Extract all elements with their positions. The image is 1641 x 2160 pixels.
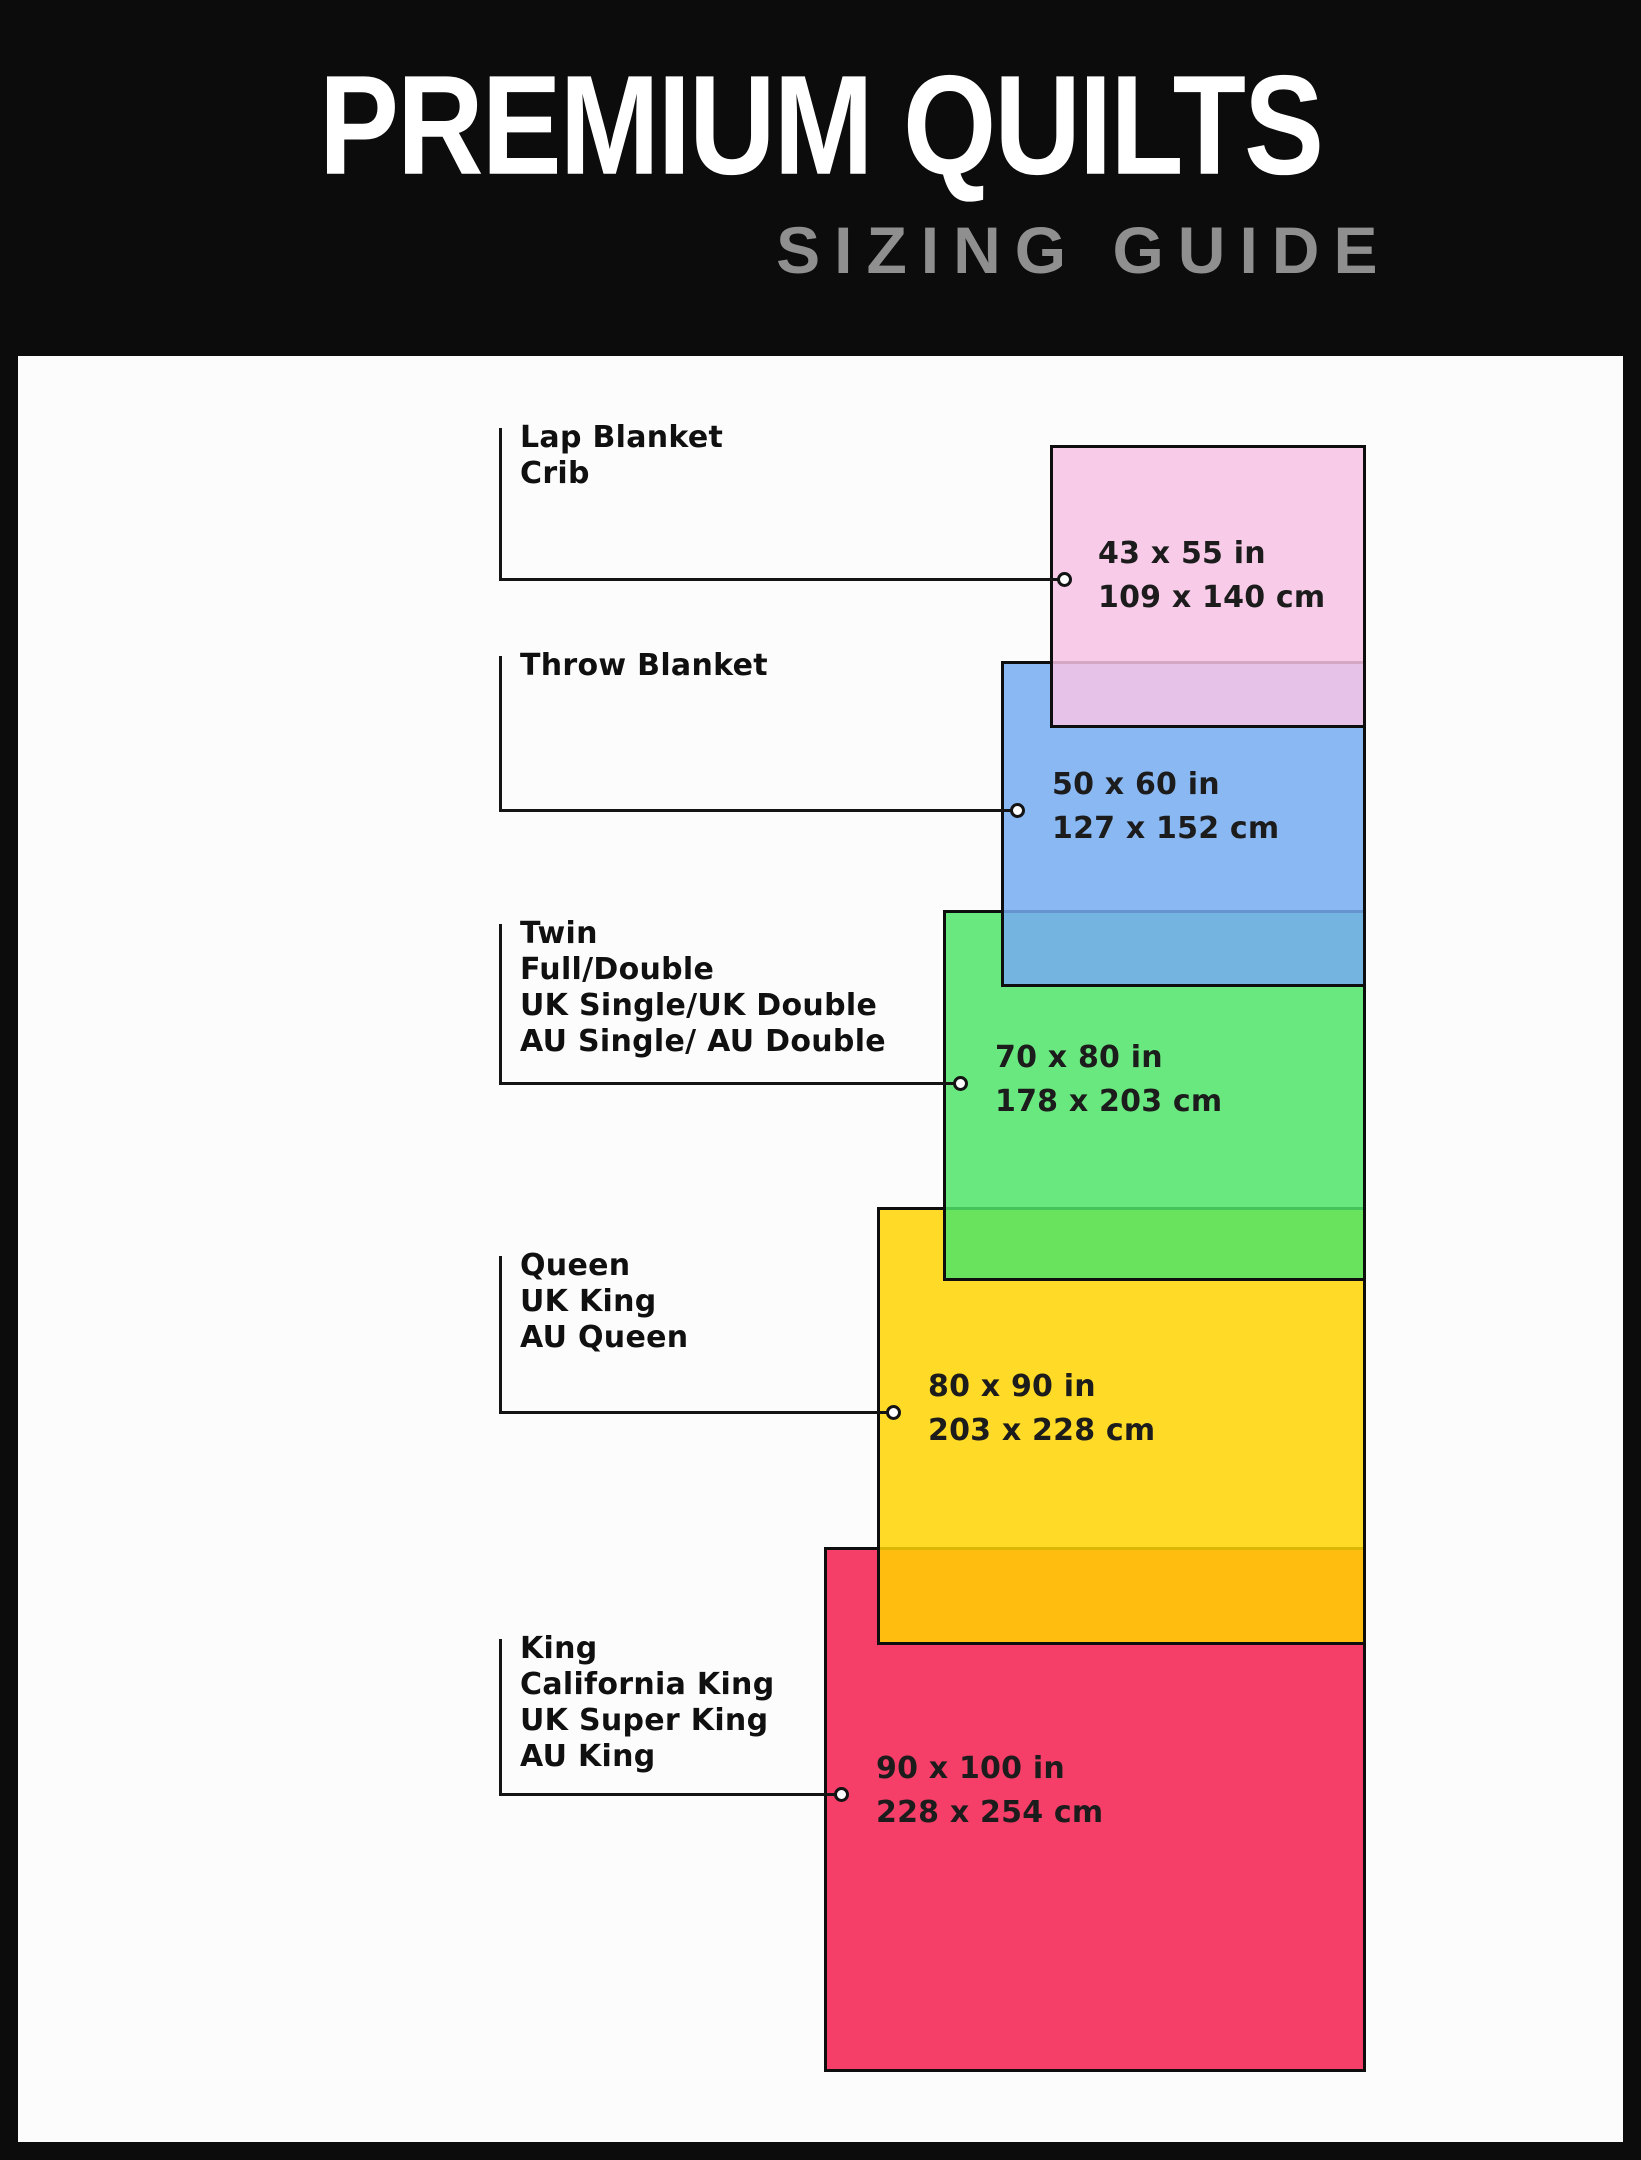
leader-line-horizontal-queen [499, 1411, 888, 1414]
category-line: AU King [520, 1739, 656, 1774]
quilt-rect-queen [877, 1207, 1366, 1645]
category-label-throw: Throw Blanket [520, 648, 768, 684]
leader-line-horizontal-lap [499, 578, 1059, 581]
category-label-twin: Twin Full/Double UK Single/UK Double AU … [520, 916, 886, 1060]
leader-line-horizontal-king [499, 1793, 836, 1796]
size-cm: 127 x 152 cm [1052, 811, 1280, 846]
size-label-twin: 70 x 80 in 178 x 203 cm [995, 1036, 1222, 1124]
category-line: Full/Double [520, 952, 715, 987]
category-line: Lap Blanket [520, 420, 724, 455]
category-line: AU Single/ AU Double [520, 1024, 886, 1059]
category-line: King [520, 1631, 598, 1666]
quilt-fill-lap [1053, 448, 1363, 725]
marker-dot-king [834, 1787, 849, 1802]
marker-dot-throw [1010, 803, 1025, 818]
content-panel [18, 356, 1623, 2142]
category-label-lap: Lap Blanket Crib [520, 420, 723, 492]
category-line: UK Single/UK Double [520, 988, 878, 1023]
category-line: UK Super King [520, 1703, 769, 1738]
leader-line-vertical-lap [499, 428, 502, 581]
header: PREMIUM QUILTS SIZING GUIDE [246, 0, 1396, 356]
marker-dot-lap [1057, 572, 1072, 587]
size-label-lap: 43 x 55 in 109 x 140 cm [1098, 532, 1325, 620]
category-line: AU Queen [520, 1320, 689, 1355]
size-label-throw: 50 x 60 in 127 x 152 cm [1052, 763, 1279, 851]
category-line: California King [520, 1667, 775, 1702]
category-line: Crib [520, 456, 590, 491]
size-cm: 228 x 254 cm [876, 1795, 1104, 1830]
size-cm: 178 x 203 cm [995, 1084, 1223, 1119]
page-subtitle: SIZING GUIDE [776, 213, 1392, 287]
size-inches: 43 x 55 in [1098, 536, 1266, 571]
leader-line-vertical-king [499, 1639, 502, 1796]
leader-line-vertical-twin [499, 924, 502, 1085]
category-label-king: King California King UK Super King AU Ki… [520, 1631, 774, 1775]
size-inches: 80 x 90 in [928, 1369, 1096, 1404]
size-label-queen: 80 x 90 in 203 x 228 cm [928, 1365, 1155, 1453]
leader-line-horizontal-throw [499, 809, 1012, 812]
category-line: Throw Blanket [520, 648, 768, 683]
leader-line-horizontal-twin [499, 1082, 955, 1085]
quilt-fill-queen [880, 1210, 1363, 1642]
marker-dot-twin [953, 1076, 968, 1091]
size-inches: 70 x 80 in [995, 1040, 1163, 1075]
size-label-king: 90 x 100 in 228 x 254 cm [876, 1747, 1103, 1835]
size-inches: 90 x 100 in [876, 1751, 1065, 1786]
category-line: UK King [520, 1284, 657, 1319]
quilt-rect-lap [1050, 445, 1366, 728]
leader-line-vertical-queen [499, 1256, 502, 1414]
category-line: Queen [520, 1248, 631, 1283]
size-inches: 50 x 60 in [1052, 767, 1220, 802]
size-cm: 203 x 228 cm [928, 1413, 1156, 1448]
leader-line-vertical-throw [499, 656, 502, 812]
marker-dot-queen [886, 1405, 901, 1420]
size-cm: 109 x 140 cm [1098, 580, 1326, 615]
category-label-queen: Queen UK King AU Queen [520, 1248, 688, 1356]
page-title: PREMIUM QUILTS [318, 46, 1324, 205]
category-line: Twin [520, 916, 598, 951]
